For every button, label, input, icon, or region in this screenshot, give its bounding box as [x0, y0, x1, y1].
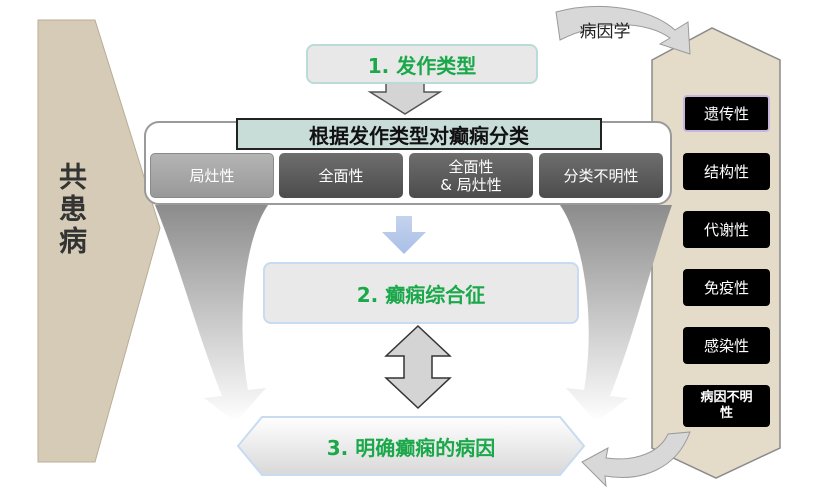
step1-seizure-type: 1. 发作类型 — [306, 44, 538, 84]
comorbidity-arrow — [37, 19, 161, 463]
down-arrow-blue — [382, 216, 426, 254]
etiology-genetic: 遗传性 — [683, 95, 770, 132]
category-unknown: 分类不明性 — [539, 153, 663, 198]
etiology-curved-arrow-top — [555, 5, 691, 55]
etiology-immune: 免疫性 — [683, 269, 770, 306]
etiology-unknown: 病因不明性 — [683, 385, 770, 427]
category-focal: 局灶性 — [150, 153, 274, 198]
double-arrow — [384, 324, 452, 410]
step2-epilepsy-syndrome: 2. 癫痫综合征 — [263, 262, 579, 324]
down-arrow-step1 — [367, 79, 443, 115]
etiology-panel — [651, 27, 781, 479]
etiology-title: 病因学 — [579, 21, 631, 42]
category-generalized: 全面性 — [279, 153, 403, 198]
category-combined: 全面性 & 局灶性 — [409, 153, 533, 198]
etiology-infectious: 感染性 — [683, 327, 770, 364]
left-sweep-arrow — [155, 205, 268, 422]
etiology-metabolic: 代谢性 — [683, 211, 770, 248]
comorbidity-label: 共患病 — [55, 162, 88, 258]
etiology-structural: 结构性 — [683, 153, 770, 190]
step3-hexagon — [236, 416, 586, 476]
classification-header: 根据发作类型对癫痫分类 — [236, 118, 602, 150]
right-sweep-arrow — [560, 205, 672, 422]
etiology-curved-arrow-bottom — [581, 431, 691, 488]
step3-etiology: 3. 明确癫痫的病因 — [326, 435, 496, 460]
